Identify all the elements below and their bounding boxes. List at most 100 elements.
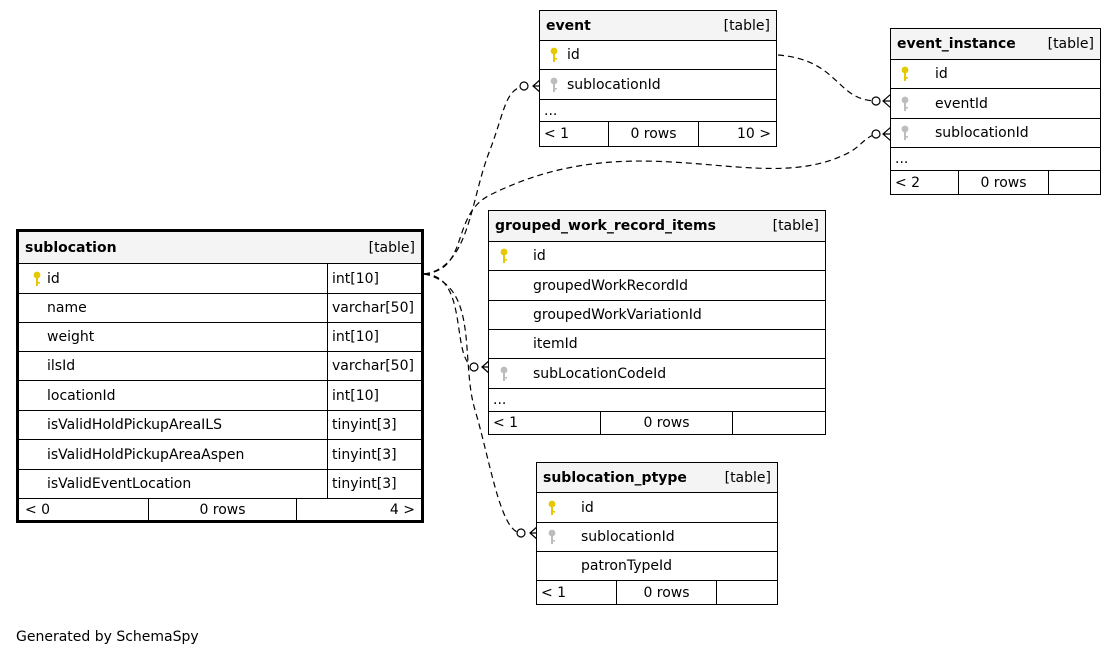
column-name: isValidHoldPickupAreaILS <box>47 417 222 433</box>
table-name[interactable]: sublocation <box>25 239 117 256</box>
table-nav-row: < 1 0 rows <box>489 411 825 434</box>
relation-event-instance-to-event <box>777 54 877 102</box>
column-row[interactable]: subLocationCodeId <box>489 358 825 388</box>
column-name: id <box>581 499 594 516</box>
row-count: 0 rows <box>600 412 732 434</box>
table-event[interactable]: event [table] id sublocationId ... < 1 0… <box>539 10 777 147</box>
parents-link[interactable]: < 0 <box>25 501 51 518</box>
column-name: sublocationId <box>935 125 1029 141</box>
column-row[interactable]: groupedWorkVariationId <box>489 300 825 329</box>
table-header[interactable]: event_instance [table] <box>891 29 1100 59</box>
column-name: sublocationId <box>567 76 661 93</box>
table-kind-label: [table] <box>724 469 771 486</box>
column-row[interactable]: weight int[10] <box>19 322 421 351</box>
column-type: int[10] <box>327 264 421 293</box>
table-name[interactable]: sublocation_ptype <box>543 469 687 486</box>
column-name: patronTypeId <box>581 558 673 574</box>
column-row[interactable]: isValidHoldPickupAreaILS tinyint[3] <box>19 410 421 439</box>
cardinality-zero-marker <box>871 129 881 139</box>
more-columns-indicator[interactable]: ... <box>489 388 825 411</box>
table-name[interactable]: grouped_work_record_items <box>495 218 716 234</box>
column-row[interactable]: eventId <box>891 88 1100 118</box>
foreign-key-icon <box>537 528 567 546</box>
column-row[interactable]: id <box>537 492 777 522</box>
more-columns-indicator[interactable]: ... <box>540 99 776 121</box>
column-name: name <box>47 300 87 316</box>
column-name: ilsId <box>47 358 76 374</box>
column-row[interactable]: isValidEventLocation tinyint[3] <box>19 469 421 498</box>
column-row[interactable]: itemId <box>489 329 825 358</box>
column-row[interactable]: id <box>891 59 1100 88</box>
children-link[interactable] <box>716 581 777 604</box>
column-name: id <box>533 248 546 264</box>
column-row[interactable]: sublocationId <box>540 69 776 99</box>
primary-key-icon <box>540 46 567 64</box>
parents-link[interactable]: < 1 <box>541 584 567 601</box>
column-row[interactable]: ilsId varchar[50] <box>19 351 421 380</box>
column-type: int[10] <box>327 381 421 410</box>
column-type: int[10] <box>327 323 421 351</box>
children-link[interactable] <box>1048 171 1100 194</box>
row-count: 0 rows <box>148 499 296 520</box>
column-type: tinyint[3] <box>327 440 421 469</box>
row-count: 0 rows <box>608 122 698 146</box>
column-name: weight <box>47 329 95 345</box>
row-count: 0 rows <box>958 171 1048 194</box>
foreign-key-icon <box>891 124 919 142</box>
column-name: groupedWorkRecordId <box>533 277 688 294</box>
parents-link[interactable]: < 1 <box>544 126 570 142</box>
table-name[interactable]: event_instance <box>897 36 1016 52</box>
primary-key-icon <box>27 270 47 288</box>
column-name: sublocationId <box>581 529 675 545</box>
parents-link[interactable]: < 2 <box>895 174 921 191</box>
column-row[interactable]: sublocationId <box>537 522 777 551</box>
table-header[interactable]: grouped_work_record_items [table] <box>489 211 825 241</box>
children-link[interactable]: 10 > <box>698 122 776 146</box>
column-name: itemId <box>533 336 578 352</box>
column-row[interactable]: groupedWorkRecordId <box>489 270 825 300</box>
column-name: isValidEventLocation <box>47 476 192 492</box>
children-link[interactable] <box>732 412 825 434</box>
column-type: tinyint[3] <box>327 411 421 439</box>
primary-key-icon <box>537 499 567 517</box>
column-type: varchar[50] <box>327 352 421 380</box>
parents-link[interactable]: < 1 <box>493 415 519 431</box>
table-header[interactable]: event [table] <box>540 11 776 40</box>
table-header[interactable]: sublocation_ptype [table] <box>537 463 777 492</box>
cardinality-zero-marker <box>519 81 529 91</box>
generated-by-footer: Generated by SchemaSpy <box>16 629 199 645</box>
table-header[interactable]: sublocation [table] <box>19 232 421 263</box>
table-name[interactable]: event <box>546 17 591 34</box>
column-row[interactable]: locationId int[10] <box>19 380 421 410</box>
column-name: locationId <box>47 387 116 404</box>
children-link[interactable]: 4 > <box>296 499 421 520</box>
table-nav-row: < 2 0 rows <box>891 170 1100 194</box>
column-name: id <box>47 270 60 287</box>
column-row[interactable]: name varchar[50] <box>19 293 421 322</box>
more-columns-indicator[interactable]: ... <box>891 147 1100 170</box>
column-row[interactable]: id int[10] <box>19 263 421 293</box>
column-row[interactable]: patronTypeId <box>537 551 777 580</box>
foreign-key-icon <box>891 95 919 113</box>
table-event-instance[interactable]: event_instance [table] id eventId subloc… <box>890 28 1101 195</box>
table-sublocation-ptype[interactable]: sublocation_ptype [table] id sublocation… <box>536 462 778 605</box>
table-grouped-work-record-items[interactable]: grouped_work_record_items [table] id gro… <box>488 210 826 435</box>
foreign-key-icon <box>540 76 567 94</box>
table-nav-row: < 1 0 rows 10 > <box>540 121 776 146</box>
cardinality-zero-marker <box>871 96 881 106</box>
row-count: 0 rows <box>616 581 716 604</box>
column-type: varchar[50] <box>327 294 421 322</box>
column-row[interactable]: sublocationId <box>891 118 1100 147</box>
column-name: id <box>567 47 580 63</box>
table-nav-row: < 1 0 rows <box>537 580 777 604</box>
table-nav-row: < 0 0 rows 4 > <box>19 498 421 520</box>
column-name: subLocationCodeId <box>533 365 667 382</box>
primary-key-icon <box>489 247 519 265</box>
column-name: id <box>935 66 948 82</box>
column-row[interactable]: isValidHoldPickupAreaAspen tinyint[3] <box>19 439 421 469</box>
column-row[interactable]: id <box>489 241 825 270</box>
table-kind-label: [table] <box>772 218 819 234</box>
column-row[interactable]: id <box>540 40 776 69</box>
table-kind-label: [table] <box>723 17 770 34</box>
table-sublocation[interactable]: sublocation [table] id int[10] name varc… <box>16 229 424 523</box>
